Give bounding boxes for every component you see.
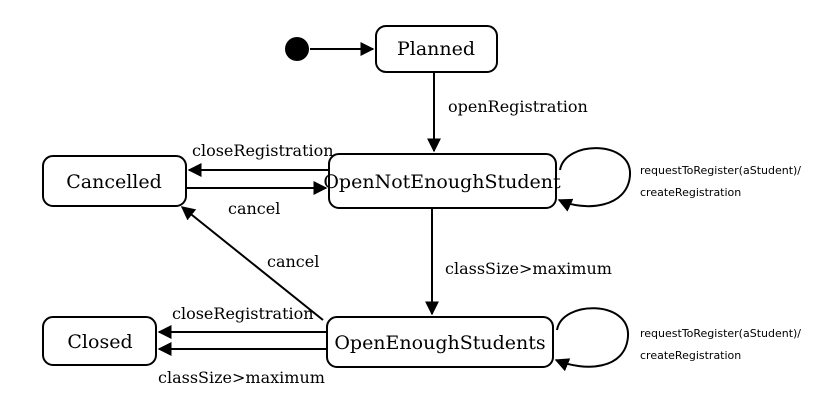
label-self-loop-bottom-line1: requestToRegister(aStudent)/	[640, 327, 801, 340]
label-close-registration-bottom: closeRegistration	[172, 304, 314, 323]
initial-state	[285, 37, 309, 61]
self-loop-open-enough	[554, 307, 630, 372]
state-planned-label: Planned	[397, 38, 475, 60]
label-cancel-top: cancel	[228, 199, 280, 218]
self-loop-open-not-enough	[557, 147, 632, 212]
state-open-not-enough-label: OpenNotEnoughStudent	[323, 171, 561, 193]
label-close-registration-top: closeRegistration	[192, 141, 334, 160]
transition-cancel-diagonal	[180, 206, 324, 321]
state-closed-label: Closed	[67, 331, 132, 353]
label-cancel-diagonal: cancel	[267, 252, 319, 271]
state-open-enough-label: OpenEnoughStudents	[334, 332, 545, 354]
label-self-loop-bottom-line2: createRegistration	[640, 349, 741, 362]
label-self-loop-top-line1: requestToRegister(aStudent)/	[640, 164, 801, 177]
label-open-registration: openRegistration	[448, 97, 588, 116]
state-open-not-enough: OpenNotEnoughStudent	[323, 153, 561, 209]
state-cancelled-label: Cancelled	[66, 171, 162, 193]
label-class-size-mid: classSize>maximum	[445, 259, 612, 278]
state-planned: Planned	[375, 25, 498, 73]
state-open-enough: OpenEnoughStudents	[326, 316, 554, 368]
state-closed: Closed	[42, 316, 157, 366]
state-cancelled: Cancelled	[42, 155, 187, 207]
label-self-loop-top-line2: createRegistration	[640, 186, 741, 199]
label-class-size-bottom: classSize>maximum	[158, 368, 325, 387]
